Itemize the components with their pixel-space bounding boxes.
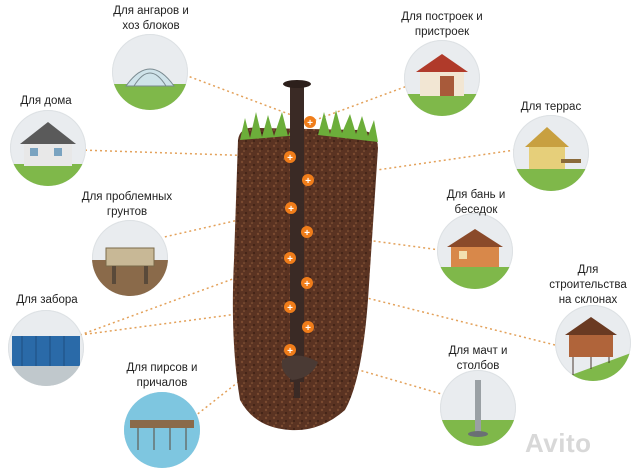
marker-symbol: +	[287, 254, 293, 265]
marker	[284, 151, 296, 163]
label-fence: Для забора	[16, 294, 78, 306]
marker	[304, 116, 316, 128]
label-piers: Для пирсов и причалов	[126, 362, 198, 389]
label-house: Для дома	[20, 95, 72, 107]
label-saunas: Для бань и беседок	[446, 189, 506, 216]
fence-icon	[8, 310, 84, 386]
label-problem-soils: Для проблемных грунтов	[81, 191, 173, 218]
marker	[302, 321, 314, 333]
grass-tuft	[240, 110, 378, 142]
marker	[301, 226, 313, 238]
label-masts: Для мачт и столбов	[448, 345, 508, 372]
slope-house-icon	[555, 305, 631, 381]
marker	[301, 277, 313, 289]
marker	[302, 174, 314, 186]
sauna-icon	[437, 213, 513, 289]
terrace-icon	[513, 115, 589, 191]
hangar-icon	[112, 34, 188, 110]
marker-symbol: +	[287, 346, 293, 357]
marker-symbol: +	[304, 228, 310, 239]
label-slopes: Для строительства на склонах	[549, 264, 627, 306]
marker-symbol: +	[304, 279, 310, 290]
label-terraces: Для террас	[520, 101, 582, 113]
label-buildings: Для построек и пристроек	[401, 11, 483, 38]
marker	[284, 344, 296, 356]
shed-icon	[404, 40, 480, 116]
connector-hangars	[184, 74, 311, 123]
marker	[284, 301, 296, 313]
marker	[284, 252, 296, 264]
marker-symbol: +	[307, 118, 313, 129]
marker-symbol: +	[305, 176, 311, 187]
avito-watermark: Avito	[525, 428, 592, 458]
label-hangars: Для ангаров и хоз блоков	[113, 5, 189, 32]
screw-pile-helix	[281, 355, 318, 380]
foundation-icon	[92, 220, 168, 296]
mast-icon	[440, 370, 516, 446]
marker-symbol: +	[287, 153, 293, 164]
house-icon	[10, 110, 86, 186]
connector-masts	[289, 349, 446, 396]
screw-pile-head	[283, 80, 311, 88]
marker	[285, 202, 297, 214]
marker-symbol: +	[288, 204, 294, 215]
marker-symbol: +	[287, 303, 293, 314]
pier-icon	[124, 392, 200, 468]
marker-symbol: +	[305, 323, 311, 334]
